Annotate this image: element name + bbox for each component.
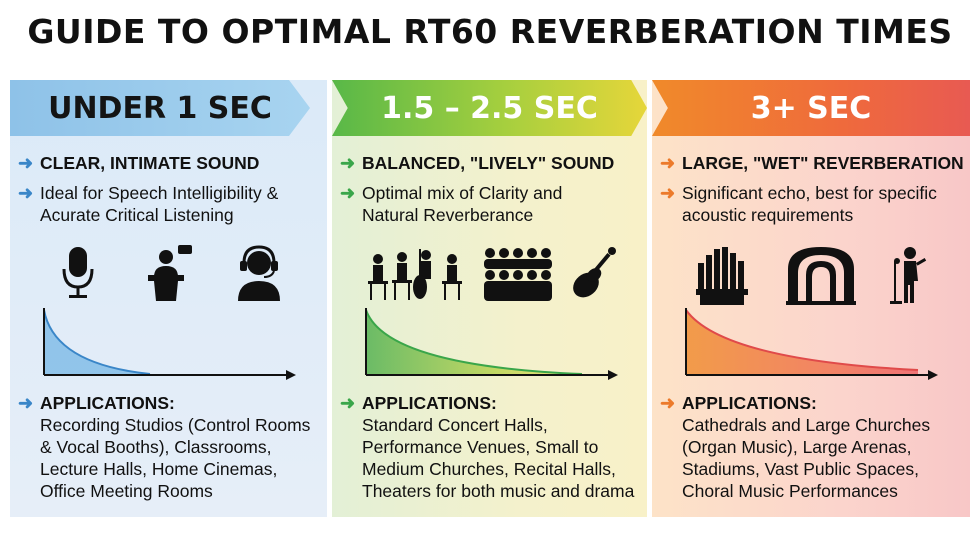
decay-curve-short [43,308,296,380]
arrow-right-icon: ➜ [660,153,676,173]
lectern-speaker-icon [148,245,192,301]
icon-row [10,245,327,305]
arrow-right-icon: ➜ [340,393,356,413]
panel-under-1-sec: UNDER 1 SEC ➜ CLEAR, INTIMATE SOUND ➜ Id… [10,80,327,517]
applications-label: APPLICATIONS: [362,393,497,413]
pipe-organ-icon [696,247,748,305]
applications-text: Standard Concert Halls, Performance Venu… [362,415,635,501]
panel-heading: 3+ SEC [652,80,970,136]
arrow-right-icon: ➜ [340,183,356,203]
panel-heading: UNDER 1 SEC [10,80,310,136]
panel-description: Optimal mix of Clarity and Natural Rever… [362,183,563,225]
arrow-right-icon: ➜ [660,183,676,203]
applications-label: APPLICATIONS: [40,393,175,413]
applications-row: ➜ APPLICATIONS: Cathedrals and Large Chu… [660,392,964,502]
arrow-right-icon: ➜ [660,393,676,413]
cathedral-arches-icon [786,247,856,305]
icon-row [332,245,647,305]
description-row: ➜ Ideal for Speech Intelligibility & Acu… [18,182,321,226]
headset-person-icon [238,245,280,301]
violin-icon [573,247,616,298]
description-row: ➜ Optimal mix of Clarity and Natural Rev… [340,182,641,226]
arrow-right-icon: ➜ [18,183,34,203]
applications-row: ➜ APPLICATIONS: Recording Studios (Contr… [18,392,321,502]
panel-description: Ideal for Speech Intelligibility & Acura… [40,183,279,225]
description-row: ➜ Significant echo, best for specific ac… [660,182,964,226]
subheading-row: ➜ BALANCED, "LIVELY" SOUND [340,152,641,174]
panel-subheading: BALANCED, "LIVELY" SOUND [362,153,615,173]
panel-subheading: CLEAR, INTIMATE SOUND [40,153,260,173]
panel-heading: 1.5 – 2.5 SEC [332,80,647,136]
singer-icon [890,247,927,304]
arrow-right-icon: ➜ [18,153,34,173]
icon-row [652,245,970,305]
panel-3-plus-sec: 3+ SEC ➜ LARGE, "WET" REVERBERATION ➜ Si… [652,80,970,517]
applications-row: ➜ APPLICATIONS: Standard Concert Halls, … [340,392,641,502]
decay-curve-long [685,308,938,380]
applications-text: Cathedrals and Large Churches (Organ Mus… [682,415,931,501]
arrow-right-icon: ➜ [340,153,356,173]
string-quartet-icon [368,249,462,300]
panel-1-5-to-2-5-sec: 1.5 – 2.5 SEC ➜ BALANCED, "LIVELY" SOUND… [332,80,647,517]
microphone-icon [62,247,94,298]
choir-icon [484,248,552,301]
applications-text: Recording Studios (Control Rooms & Vocal… [40,415,311,501]
subheading-row: ➜ LARGE, "WET" REVERBERATION [660,152,964,174]
subheading-row: ➜ CLEAR, INTIMATE SOUND [18,152,321,174]
panel-subheading: LARGE, "WET" REVERBERATION [682,153,964,173]
applications-label: APPLICATIONS: [682,393,817,413]
decay-curve-medium [365,308,618,380]
arrow-right-icon: ➜ [18,393,34,413]
panel-description: Significant echo, best for specific acou… [682,183,937,225]
page-title: GUIDE TO OPTIMAL RT60 REVERBERATION TIME… [27,12,953,51]
